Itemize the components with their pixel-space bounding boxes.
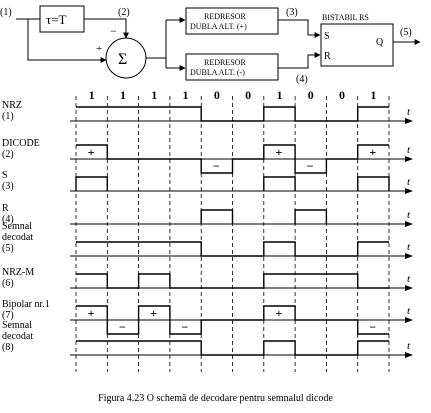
- bit-label: 0: [245, 88, 251, 102]
- node3-label: (3): [286, 7, 298, 18]
- time-axis-arrow: [405, 285, 413, 291]
- plus-sign: +: [96, 43, 102, 55]
- time-axis-arrow: [405, 221, 413, 227]
- row-label: NRZ-M: [2, 267, 34, 278]
- minus-sign: −: [110, 24, 117, 38]
- bit-label: 1: [276, 88, 282, 102]
- time-label: t: [407, 305, 411, 317]
- polarity-sign: +: [150, 306, 157, 320]
- bit-labels: 1 1 1 1 0 0 1 0 0 1: [89, 88, 377, 102]
- pulse: [263, 176, 296, 191]
- waveforms: t t + − + − + t t t t t + − + − + − t: [70, 106, 413, 358]
- waveform-trace: [76, 273, 389, 289]
- waveform-trace: [76, 340, 389, 356]
- row-label: Semnal: [2, 320, 32, 331]
- time-axis-arrow: [405, 188, 413, 194]
- polarity-sign: −: [119, 320, 126, 334]
- waveform-trace: [76, 241, 389, 257]
- row-label: (6): [2, 278, 14, 289]
- waveform-trace: [76, 106, 389, 122]
- polarity-sign: −: [182, 320, 189, 334]
- row-labels: NRZ(1)DICODE(2)S(3)R(4)Semnaldecodat(5)N…: [2, 100, 50, 353]
- waveform-trace: [76, 305, 389, 335]
- node4-label: (4): [296, 74, 308, 85]
- bit-label: 1: [370, 88, 376, 102]
- waveform-trace: [76, 144, 389, 174]
- row-label: (4): [2, 214, 14, 225]
- time-label: t: [407, 144, 411, 156]
- bit-label: 1: [89, 88, 95, 102]
- polarity-sign: −: [213, 159, 220, 173]
- row-label: NRZ: [2, 100, 22, 111]
- node2-label: (2): [118, 7, 130, 18]
- polarity-sign: −: [307, 159, 314, 173]
- row-label: (8): [2, 342, 14, 353]
- time-axis-arrow: [405, 352, 413, 358]
- bit-label: 0: [308, 88, 314, 102]
- pulse: [294, 209, 328, 224]
- ff-r: R: [324, 51, 331, 62]
- row-label: (1): [2, 111, 14, 122]
- ff-s: S: [324, 31, 330, 42]
- time-label: t: [407, 176, 411, 188]
- row-label: R: [2, 203, 9, 214]
- row-label: (2): [2, 149, 14, 160]
- wire-4: [278, 52, 321, 69]
- polarity-sign: −: [369, 320, 376, 334]
- pulse: [357, 176, 390, 191]
- row-label: decodat: [2, 232, 33, 243]
- polarity-sign: +: [88, 145, 95, 159]
- row-label: decodat: [2, 331, 33, 342]
- row-label: (3): [2, 181, 14, 192]
- row-label: (7): [2, 310, 14, 321]
- figure-caption: Figura 4.23 O schemă de decodare pentru …: [98, 393, 333, 404]
- time-label: t: [407, 241, 411, 253]
- time-label: t: [407, 273, 411, 285]
- polarity-sign: +: [88, 306, 95, 320]
- time-label: t: [407, 340, 411, 352]
- delay-out-wire: [84, 18, 129, 39]
- time-label: t: [407, 106, 411, 118]
- pulse: [200, 209, 234, 224]
- time-axis-arrow: [405, 253, 413, 259]
- bit-label: 1: [183, 88, 189, 102]
- time-axis-arrow: [405, 118, 413, 124]
- input-to-sum-wire: [27, 19, 107, 63]
- input-label: (1): [0, 7, 12, 18]
- time-label: t: [407, 209, 411, 221]
- flipflop-title: BISTABIL RS: [322, 13, 369, 22]
- bit-gridlines: [75, 96, 390, 372]
- rect-pos-line2: DUBLA ALT. (+): [190, 22, 247, 31]
- pulse: [75, 176, 108, 191]
- rs-flipflop: [320, 23, 394, 67]
- timing-diagram: 1 1 1 1 0 0 1 0 0 1 t t + − + − + t t t t t + − + − + − t NRZ(1) DIC…: [2, 88, 413, 372]
- bit-label: 0: [339, 88, 345, 102]
- row-label: (5): [2, 243, 14, 254]
- polarity-sign: +: [369, 145, 376, 159]
- output-label: (5): [400, 27, 412, 38]
- rect-neg-line2: DUBLA ALT. (-): [190, 68, 245, 77]
- polarity-sign: +: [275, 306, 282, 320]
- row-label: DICODE: [2, 138, 40, 149]
- schematic-labels: (1) τ=T (2) + − Σ REDRESOR DUBLA ALT. (+…: [0, 7, 412, 85]
- time-axis-arrow: [405, 317, 413, 323]
- wire-3: [278, 19, 321, 38]
- polarity-sign: +: [275, 145, 282, 159]
- time-axis-arrow: [405, 156, 413, 162]
- rect-neg-line1: REDRESOR: [204, 58, 246, 67]
- schematic: [16, 5, 421, 81]
- sum-symbol: Σ: [118, 51, 127, 68]
- row-label: Bipolar nr.1: [2, 299, 50, 310]
- bit-label: 1: [120, 88, 126, 102]
- ff-q: Q: [376, 37, 384, 48]
- row-label: S: [2, 170, 8, 181]
- delay-label: τ=T: [46, 12, 67, 27]
- bit-label: 0: [214, 88, 220, 102]
- bit-label: 1: [151, 88, 157, 102]
- rect-pos-line1: REDRESOR: [204, 12, 246, 21]
- row-label: Semnal: [2, 221, 32, 232]
- rectifier-pos: [185, 7, 279, 35]
- rectifier-neg: [185, 53, 279, 81]
